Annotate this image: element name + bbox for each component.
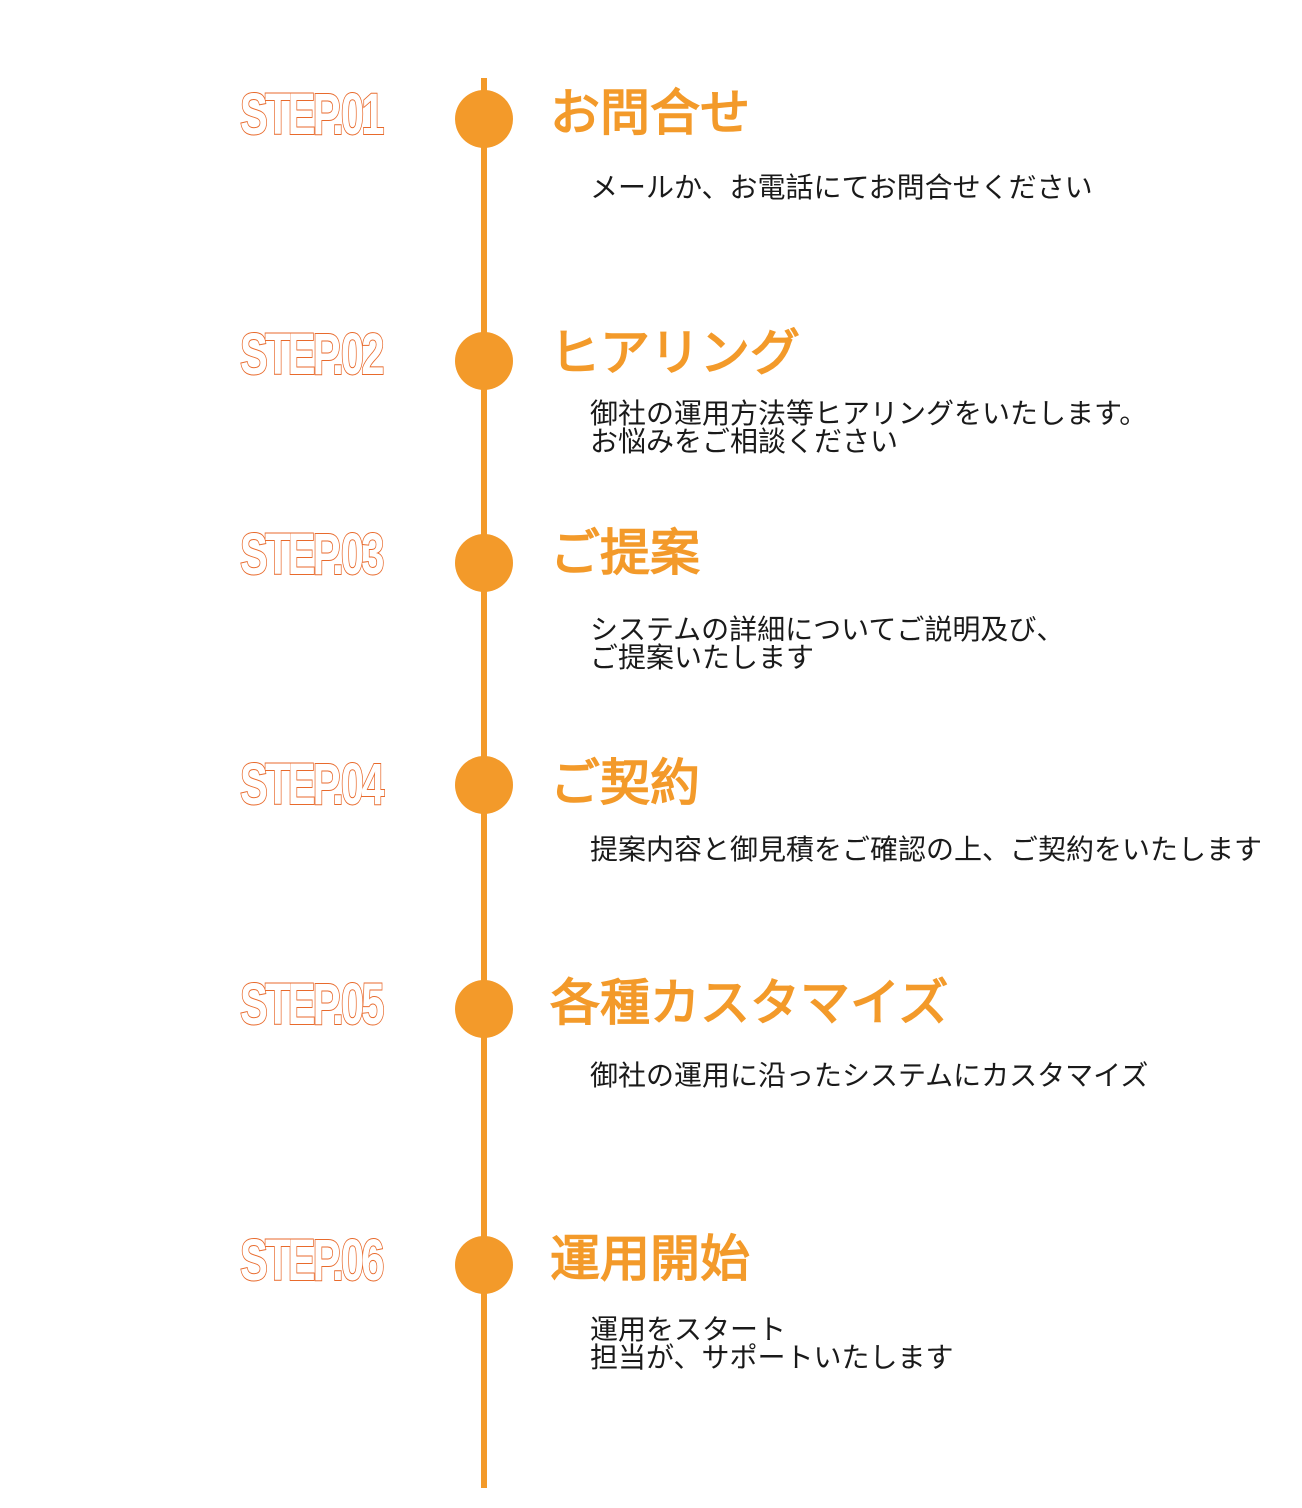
step-description-line: お悩みをご相談ください: [590, 425, 899, 458]
step-label: STEP.04: [239, 752, 385, 817]
step-dot: [455, 1236, 513, 1294]
step-title: ヒアリング: [550, 324, 800, 382]
step-description-line: 提案内容と御見積をご確認の上、ご契約をいたします: [590, 833, 1263, 866]
step-description-line: メールか、お電話にてお問合せください: [590, 171, 1093, 204]
step-title: ご提案: [550, 524, 700, 582]
step-title: 運用開始: [550, 1230, 750, 1288]
step-description: 提案内容と御見積をご確認の上、ご契約をいたします: [590, 836, 1262, 864]
step-label: STEP.02: [239, 322, 385, 387]
step-description: 運用をスタート 担当が、サポートいたします: [590, 1316, 953, 1372]
step-title: ご契約: [550, 754, 700, 812]
step-description-line: 御社の運用方法等ヒアリングをいたします。: [590, 397, 1148, 430]
step-description-line: 御社の運用に沿ったシステムにカスタマイズ: [590, 1059, 1149, 1092]
step-label: STEP.01: [239, 82, 385, 147]
step-description-line: 担当が、サポートいたします: [590, 1341, 954, 1374]
step-description-line: システムの詳細についてご説明及び、: [590, 613, 1065, 646]
step-dot: [455, 980, 513, 1038]
step-dot: [455, 90, 513, 148]
step-description-line: 運用をスタート: [590, 1313, 787, 1346]
step-title: お問合せ: [550, 84, 750, 142]
step-description: 御社の運用に沿ったシステムにカスタマイズ: [590, 1062, 1148, 1090]
step-label: STEP.05: [239, 972, 385, 1037]
step-title: 各種カスタマイズ: [550, 974, 949, 1032]
step-description: 御社の運用方法等ヒアリングをいたします。 お悩みをご相談ください: [590, 400, 1147, 456]
step-dot: [455, 332, 513, 390]
step-description-line: ご提案いたします: [590, 641, 815, 674]
step-dot: [455, 534, 513, 592]
step-description: システムの詳細についてご説明及び、 ご提案いたします: [590, 616, 1064, 672]
step-label: STEP.03: [239, 522, 385, 587]
step-description: メールか、お電話にてお問合せください: [590, 174, 1093, 202]
step-dot: [455, 756, 513, 814]
step-label: STEP.06: [239, 1228, 385, 1293]
